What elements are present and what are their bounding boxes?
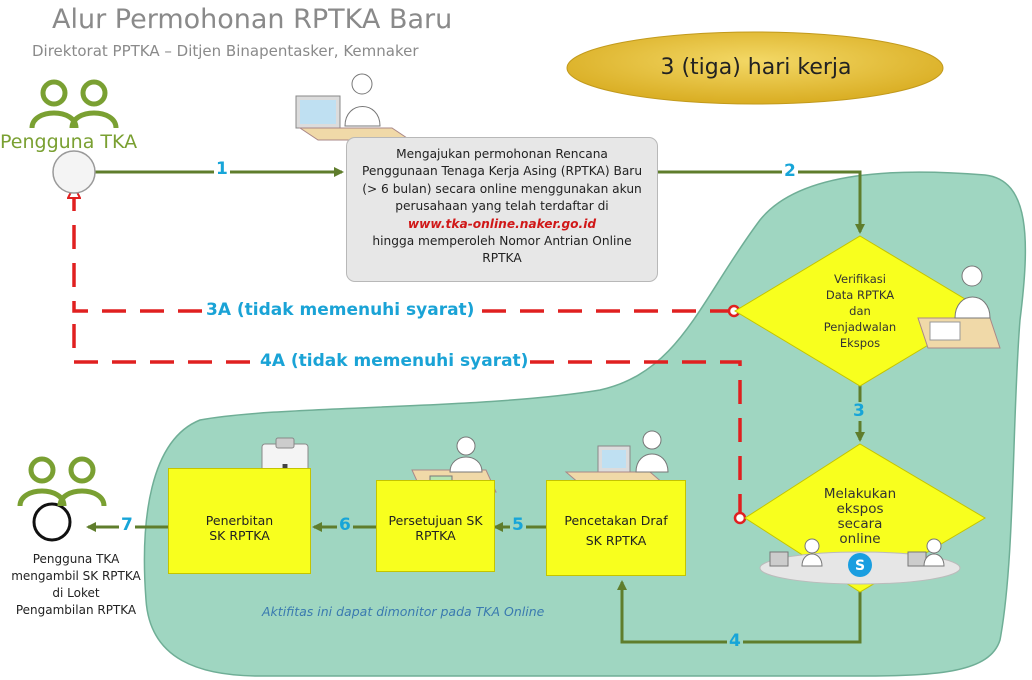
reject-4a-label: 4A (tidak memenuhi syarat) (258, 351, 531, 371)
issuance-box: Penerbitan SK RPTKA (168, 468, 311, 574)
end-node (32, 502, 72, 542)
verify-diamond (734, 235, 986, 387)
user-pickup-label: Pengguna TKA mengambil SK RPTKA di Loket… (11, 552, 141, 617)
arrow-label-4: 4 (727, 631, 743, 651)
user-tka-label: Pengguna TKA (0, 131, 138, 153)
reject-4a-origin (733, 511, 747, 525)
reject-3a-label: 3A (tidak memenuhi syarat) (204, 300, 477, 320)
print-draft-box: Pencetakan Draf SK RPTKA (546, 480, 686, 576)
officer-verify-icon (917, 265, 1001, 349)
start-node (52, 150, 96, 194)
monitor-note: Aktifitas ini dapat dimonitor pada TKA O… (262, 604, 545, 619)
officer-desk-icon (295, 73, 412, 141)
user-group-icon-bottom (17, 456, 107, 507)
arrow-label-6: 6 (337, 515, 353, 535)
duration-badge-label: 3 (tiga) hari kerja (660, 55, 852, 80)
reject-4a-line (72, 320, 742, 518)
approval-box: Persetujuan SK RPTKA (376, 480, 495, 572)
page-subtitle: Direktorat PPTKA – Ditjen Binapentasker,… (32, 42, 419, 60)
tka-online-link[interactable]: www.tka-online.naker.go.id (407, 216, 597, 231)
arrow-label-2: 2 (782, 161, 798, 181)
svg-text:S: S (855, 558, 865, 574)
ekspos-step-label: Melakukan ekspos secara online (823, 486, 897, 547)
user-group-icon (29, 79, 119, 129)
submit-application-box: Mengajukan permohonan Rencana Penggunaan… (346, 137, 658, 282)
arrow-label-5: 5 (510, 515, 526, 535)
verify-step-label: Verifikasi Data RPTKA dan Penjadwalan Ek… (823, 272, 897, 350)
arrow-label-3: 3 (851, 401, 867, 421)
arrow-2 (658, 170, 865, 234)
duration-badge (566, 31, 944, 105)
page-title: Alur Permohonan RPTKA Baru (52, 4, 453, 35)
arrow-label-7: 7 (119, 515, 135, 535)
skype-icon: S (848, 553, 872, 577)
reject-3a-line (74, 192, 734, 313)
arrow-label-1: 1 (214, 159, 230, 179)
